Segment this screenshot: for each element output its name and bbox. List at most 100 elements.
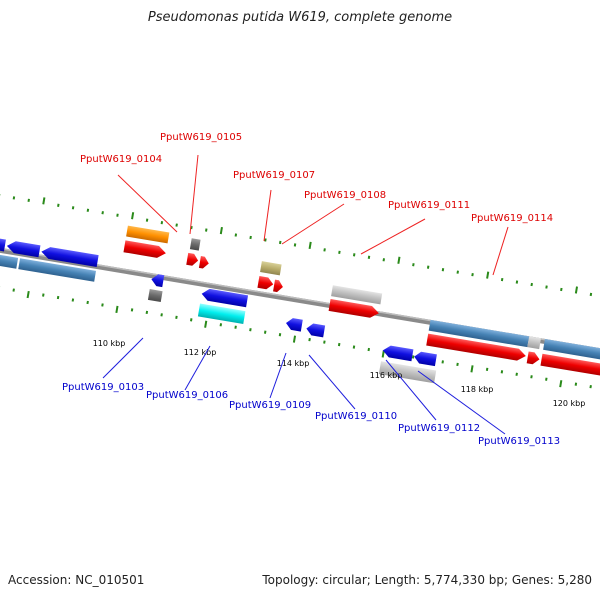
minor-tick — [485, 367, 489, 371]
minor-tick — [12, 288, 15, 292]
minor-tick — [56, 295, 60, 300]
gene-label-plus: PputW619_0111 — [388, 200, 470, 211]
gene-arrow-minus — [41, 247, 99, 267]
minor-tick — [471, 272, 474, 277]
gene-label-minus: PputW619_0103 — [62, 382, 144, 393]
gene-arrow-minus — [414, 351, 437, 367]
gene-arrow-plus — [186, 252, 199, 266]
minor-tick — [323, 248, 326, 252]
minor-tick — [530, 282, 533, 287]
minor-tick — [337, 342, 341, 347]
minor-tick — [101, 211, 104, 215]
kbp-label: 112 kbp — [184, 348, 217, 357]
feature-dark-gray-box — [189, 238, 201, 251]
gene-label-minus: PputW619_0113 — [478, 436, 560, 447]
minor-tick — [145, 310, 149, 315]
kbp-labels: 110 kbp 112 kbp 114 kbp 116 kbp 118 kbp … — [93, 339, 586, 408]
minor-tick — [308, 337, 311, 342]
major-tick — [559, 380, 563, 388]
minor-tick — [234, 233, 238, 237]
gene-arrow-plus — [273, 279, 283, 293]
minor-tick — [500, 277, 504, 282]
gene-arrow-minus — [306, 323, 326, 338]
minor-tick — [367, 255, 371, 259]
leader-line — [308, 354, 356, 410]
gene-label-plus: PputW619_0107 — [233, 170, 315, 181]
map-title: Pseudomonas putida W619, complete genome — [147, 10, 453, 25]
minor-tick — [426, 265, 430, 269]
gene-arrow-plus — [257, 275, 274, 290]
minor-tick — [249, 235, 252, 240]
minor-tick — [382, 258, 386, 262]
minor-tick — [27, 198, 30, 203]
major-tick — [574, 286, 579, 294]
minor-tick — [323, 340, 326, 344]
minor-tick — [116, 213, 119, 217]
major-tick — [381, 350, 385, 358]
kbp-label: 116 kbp — [370, 371, 403, 380]
major-tick — [470, 365, 474, 373]
minus-leader-lines — [102, 337, 506, 435]
leader-line — [117, 174, 178, 233]
kbp-label: 120 kbp — [553, 399, 586, 408]
major-tick — [219, 226, 223, 235]
minor-tick — [175, 315, 178, 319]
gene-arrow-plus — [526, 351, 540, 365]
kbp-label: 114 kbp — [277, 359, 310, 368]
minor-tick — [278, 333, 282, 337]
minor-tick — [130, 308, 134, 312]
major-tick — [26, 290, 30, 299]
feature-gray-box — [378, 361, 437, 384]
minor-tick — [574, 382, 578, 386]
genome-stats-text: Topology: circular; Length: 5,774,330 bp… — [262, 573, 592, 587]
accession-text: Accession: NC_010501 — [8, 573, 145, 587]
major-tick — [308, 241, 312, 250]
minor-tick — [456, 270, 459, 274]
minor-tick — [352, 345, 356, 349]
kbp-label: 118 kbp — [461, 385, 494, 394]
gene-label-plus: PputW619_0105 — [160, 132, 242, 143]
gene-label-plus: PputW619_0104 — [80, 154, 162, 165]
feature-steel-box — [428, 319, 530, 348]
feature-cyan-box — [197, 303, 246, 324]
minor-tick — [263, 330, 267, 334]
minor-tick — [278, 240, 282, 245]
major-tick — [115, 305, 119, 314]
minor-tick — [500, 370, 504, 374]
major-tick — [292, 335, 297, 343]
gene-label-minus: PputW619_0106 — [146, 390, 228, 401]
minor-tick — [515, 280, 519, 284]
major-tick — [486, 271, 490, 279]
gene-label-minus: PputW619_0110 — [315, 411, 397, 422]
minor-tick — [71, 298, 75, 302]
minor-tick — [352, 253, 356, 257]
leader-line — [102, 337, 144, 379]
major-tick — [397, 256, 401, 264]
minor-tick — [560, 287, 563, 292]
gene-arrow-plus — [540, 353, 600, 376]
gene-arrow-plus — [328, 299, 379, 318]
gene-arrow-minus — [382, 345, 414, 362]
leader-line — [263, 189, 272, 242]
minus-gene-labels: PputW619_0103 PputW619_0106 PputW619_010… — [62, 382, 560, 447]
plus-gene-labels: PputW619_0104 PputW619_0105 PputW619_010… — [80, 132, 553, 224]
feature-steel-box — [0, 248, 19, 269]
leader-line — [189, 154, 199, 235]
minor-tick — [42, 293, 45, 297]
gene-arrow-plus — [123, 240, 166, 258]
minor-tick — [86, 300, 89, 305]
minor-tick — [589, 385, 592, 389]
gene-arrow-minus — [201, 288, 249, 308]
leader-line — [281, 203, 345, 245]
leader-line — [360, 218, 426, 255]
leader-line — [184, 345, 211, 391]
minor-tick — [411, 355, 415, 359]
leader-line — [417, 370, 506, 435]
feature-gray-box — [527, 336, 541, 350]
major-tick — [204, 320, 208, 328]
leader-line — [385, 359, 437, 421]
minor-tick — [190, 318, 193, 322]
minor-tick — [367, 347, 371, 352]
minor-tick — [57, 203, 60, 207]
kbp-label: 110 kbp — [93, 339, 126, 348]
